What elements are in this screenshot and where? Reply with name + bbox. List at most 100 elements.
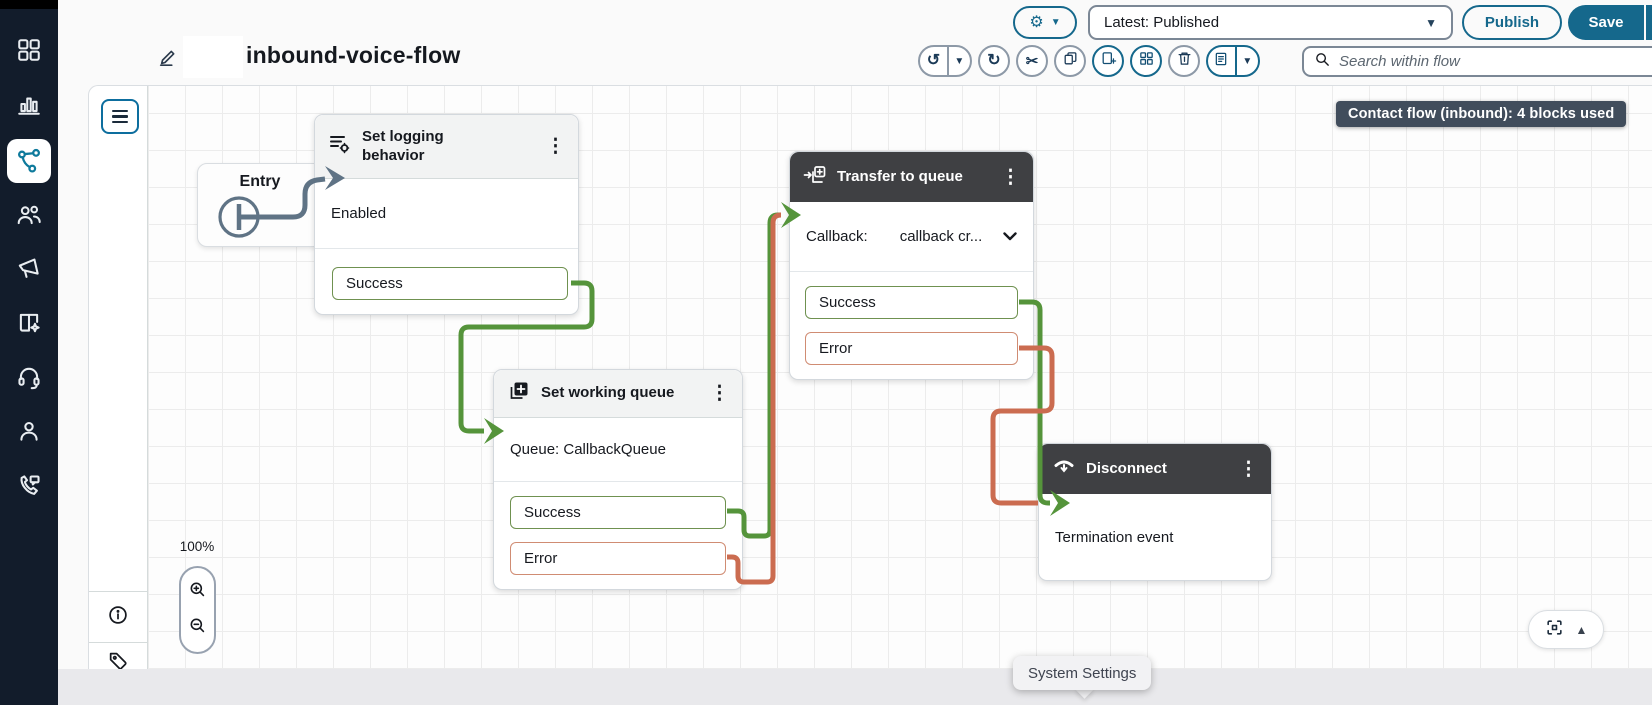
block-header[interactable]: Disconnect ⋮ xyxy=(1039,444,1271,494)
zoom-controls xyxy=(179,566,216,654)
block-body-row: Enabled xyxy=(315,179,578,249)
save-menu-button[interactable]: ▼ xyxy=(1646,5,1652,40)
search-icon xyxy=(1314,51,1331,73)
set-working-queue-icon xyxy=(507,379,531,408)
block-disconnect[interactable]: Disconnect ⋮ Termination event xyxy=(1038,443,1272,581)
entry-label: Entry xyxy=(239,173,281,190)
block-transfer-to-queue[interactable]: Transfer to queue ⋮ Callback: callback c… xyxy=(789,151,1034,380)
app-sidebar xyxy=(0,0,58,705)
fit-screen-icon xyxy=(1545,618,1564,642)
flow-tags-button[interactable] xyxy=(103,648,133,678)
block-title: Set working queue xyxy=(541,384,675,402)
port-label: Error xyxy=(819,340,853,357)
entry-block[interactable]: Entry xyxy=(197,163,323,247)
field-value: callback cr... xyxy=(899,228,983,245)
sidebar-item-users[interactable] xyxy=(15,203,43,231)
bottom-strip xyxy=(58,669,1652,705)
grid-icon xyxy=(1138,50,1155,72)
port-success[interactable]: Success xyxy=(332,267,568,300)
phone-message-icon xyxy=(16,473,42,504)
port-error[interactable]: Error xyxy=(805,332,1018,365)
sidebar-top-strip xyxy=(0,0,58,9)
version-label: Latest: Published xyxy=(1104,14,1220,31)
undo-split-button: ↺ ▼ xyxy=(918,45,972,77)
block-ports: Success xyxy=(315,249,578,316)
block-header[interactable]: Set working queue ⋮ xyxy=(494,370,742,418)
port-success[interactable]: Success xyxy=(805,286,1018,319)
paste-plus-icon xyxy=(1100,50,1117,72)
undo-history-button[interactable]: ▼ xyxy=(949,47,970,75)
copy-icon xyxy=(1062,50,1079,72)
flow-canvas[interactable]: 100% Contact flow (inbound): 4 blocks us… xyxy=(88,85,1652,670)
zoom-out-icon xyxy=(188,616,208,641)
redo-button[interactable]: ↻ xyxy=(978,45,1010,77)
port-label: Success xyxy=(346,275,403,292)
headset-icon xyxy=(16,365,42,396)
document-icon xyxy=(1213,51,1229,72)
disconnect-icon xyxy=(1052,455,1076,484)
sidebar-item-campaigns[interactable] xyxy=(15,256,43,284)
flow-search xyxy=(1302,46,1652,77)
kebab-menu-icon[interactable]: ⋮ xyxy=(1001,166,1020,188)
divider xyxy=(89,591,148,592)
sidebar-item-knowledge[interactable] xyxy=(15,311,43,339)
port-success[interactable]: Success xyxy=(510,496,726,529)
annotations-menu-button[interactable]: ▼ xyxy=(1237,47,1258,75)
trash-icon xyxy=(1176,50,1193,72)
version-select[interactable]: Latest: Published ▼ xyxy=(1088,5,1453,40)
set-logging-icon xyxy=(328,132,352,161)
block-header[interactable]: Transfer to queue ⋮ xyxy=(790,152,1033,202)
tag-icon xyxy=(107,650,129,677)
zoom-in-button[interactable] xyxy=(186,580,210,604)
notes-split-button: ▼ xyxy=(1206,45,1260,77)
sidebar-item-flows[interactable] xyxy=(7,139,51,183)
divider xyxy=(1234,47,1237,75)
fit-to-screen-button[interactable] xyxy=(1545,618,1564,642)
blocks-menu-button[interactable] xyxy=(101,99,139,134)
chevron-down-icon: ▼ xyxy=(1050,16,1061,28)
port-label: Error xyxy=(524,550,558,567)
publish-button[interactable]: Publish xyxy=(1462,5,1562,40)
kebab-menu-icon[interactable]: ⋮ xyxy=(546,136,565,157)
undo-button[interactable]: ↺ xyxy=(920,47,947,75)
sidebar-item-channels[interactable] xyxy=(15,474,43,502)
collapse-button[interactable]: ▲ xyxy=(1576,623,1588,637)
copy-button[interactable] xyxy=(1054,45,1086,77)
zoom-in-icon xyxy=(188,580,208,605)
sidebar-item-analytics[interactable] xyxy=(15,92,43,120)
canvas-left-toolbar xyxy=(89,86,148,670)
kebab-menu-icon[interactable]: ⋮ xyxy=(710,383,729,404)
block-set-logging-behavior[interactable]: Set logging behavior ⋮ Enabled Success xyxy=(314,114,579,315)
edit-title-button[interactable] xyxy=(158,45,180,67)
port-error[interactable]: Error xyxy=(510,542,726,575)
block-header[interactable]: Set logging behavior ⋮ xyxy=(315,115,578,179)
transfer-to-queue-icon xyxy=(803,163,827,192)
sidebar-item-profiles[interactable] xyxy=(15,419,43,447)
paste-button[interactable] xyxy=(1092,45,1124,77)
gear-icon: ⚙ xyxy=(1029,13,1044,31)
block-body-row: Queue: CallbackQueue xyxy=(494,418,742,482)
sidebar-item-agent-workspace[interactable] xyxy=(15,366,43,394)
port-label: Success xyxy=(819,294,876,311)
block-field-row[interactable]: Callback: callback cr... xyxy=(790,202,1033,272)
blocks-grid-button[interactable] xyxy=(1130,45,1162,77)
save-button[interactable]: Save xyxy=(1568,5,1644,40)
delete-button[interactable] xyxy=(1168,45,1200,77)
megaphone-icon xyxy=(16,255,42,286)
undo-icon: ↺ xyxy=(926,52,941,69)
block-set-working-queue[interactable]: Set working queue ⋮ Queue: CallbackQueue… xyxy=(493,369,743,590)
cut-button[interactable]: ✂ xyxy=(1016,45,1048,77)
port-label: Success xyxy=(524,504,581,521)
flow-settings-button[interactable]: ⚙ ▼ xyxy=(1013,6,1077,39)
block-title: Transfer to queue xyxy=(837,167,963,185)
chevron-down-icon: ▼ xyxy=(1242,55,1253,67)
flow-info-button[interactable] xyxy=(103,602,133,632)
zoom-out-button[interactable] xyxy=(186,616,210,640)
search-input[interactable] xyxy=(1339,53,1652,70)
chevron-down-icon xyxy=(1003,228,1017,245)
annotations-button[interactable] xyxy=(1208,47,1235,75)
redo-icon: ↻ xyxy=(987,52,1001,69)
kebab-menu-icon[interactable]: ⋮ xyxy=(1239,458,1258,480)
chevron-up-icon: ▲ xyxy=(1575,622,1588,637)
sidebar-item-dashboard[interactable] xyxy=(15,38,43,66)
